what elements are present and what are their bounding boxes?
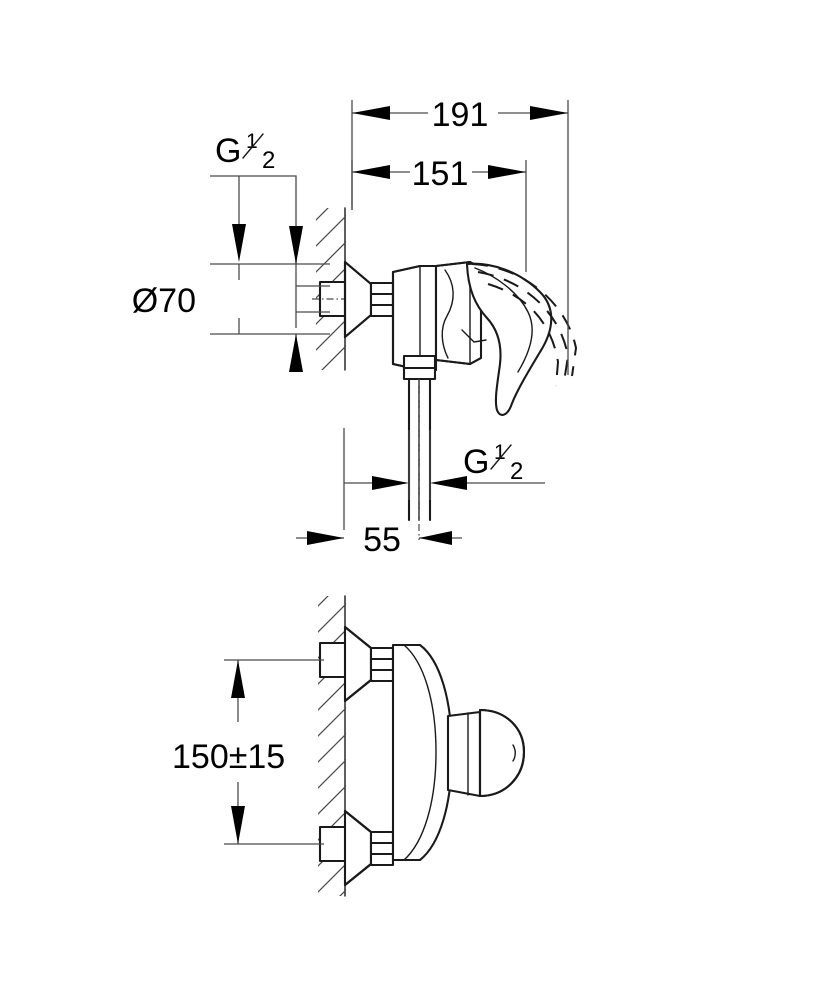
thread-inlet-numerator: 1	[246, 130, 258, 153]
arrow-down-thread-inlet	[232, 224, 246, 262]
arrow-up-150	[231, 806, 245, 844]
lever-knob-bottom	[446, 708, 526, 798]
dimension-d70-group: Ø70	[132, 226, 330, 372]
bottom-view-group: 150±15	[172, 595, 526, 897]
thread-inlet-letter: G	[215, 132, 241, 170]
arrow-right-191	[530, 106, 568, 120]
arrow-down-150	[231, 660, 245, 698]
arrow-right-thread-outlet	[372, 476, 409, 490]
thread-inlet-slash	[242, 133, 264, 159]
connection-upper-bottom	[224, 625, 395, 703]
lever-swing-arc-top	[471, 263, 578, 387]
top-view-group: 191 151 G 1 2	[132, 96, 578, 559]
thread-outlet-slash	[490, 444, 512, 470]
thread-outlet-numerator: 1	[494, 441, 506, 464]
connection-lower-bottom	[224, 809, 395, 887]
arrow-left-thread-outlet	[430, 476, 467, 490]
thread-outlet-letter: G	[463, 443, 489, 481]
arrow-left-191	[352, 106, 390, 120]
dimension-151-group: 151	[351, 155, 527, 272]
thread-outlet-denominator: 2	[510, 458, 523, 485]
arrow-right-151	[488, 165, 526, 179]
arrow-left-151	[352, 165, 390, 179]
dimension-55-group: 55	[296, 521, 462, 559]
dimension-d70-label: Ø70	[132, 282, 196, 320]
dimension-150-group: 150±15	[172, 660, 285, 844]
thread-label-outlet-group: G 1 2	[343, 428, 545, 530]
dimension-55-label: 55	[363, 521, 401, 559]
thread-inlet-denominator: 2	[262, 147, 275, 174]
arrow-right-55	[307, 531, 344, 545]
wall-connector-nut-top	[312, 280, 356, 318]
thread-label-inlet-group: G 1 2	[210, 130, 297, 328]
dimension-150-label: 150±15	[172, 738, 285, 776]
lever-handle-top	[461, 262, 553, 416]
arrow-up-d70	[289, 334, 303, 372]
mixer-body-top	[391, 264, 438, 372]
dimension-151-label: 151	[412, 155, 469, 193]
dimension-191-label: 191	[432, 96, 489, 134]
arrow-left-55	[419, 531, 452, 545]
union-coupling-nut-top	[369, 281, 395, 318]
arrow-down-d70	[289, 226, 303, 264]
